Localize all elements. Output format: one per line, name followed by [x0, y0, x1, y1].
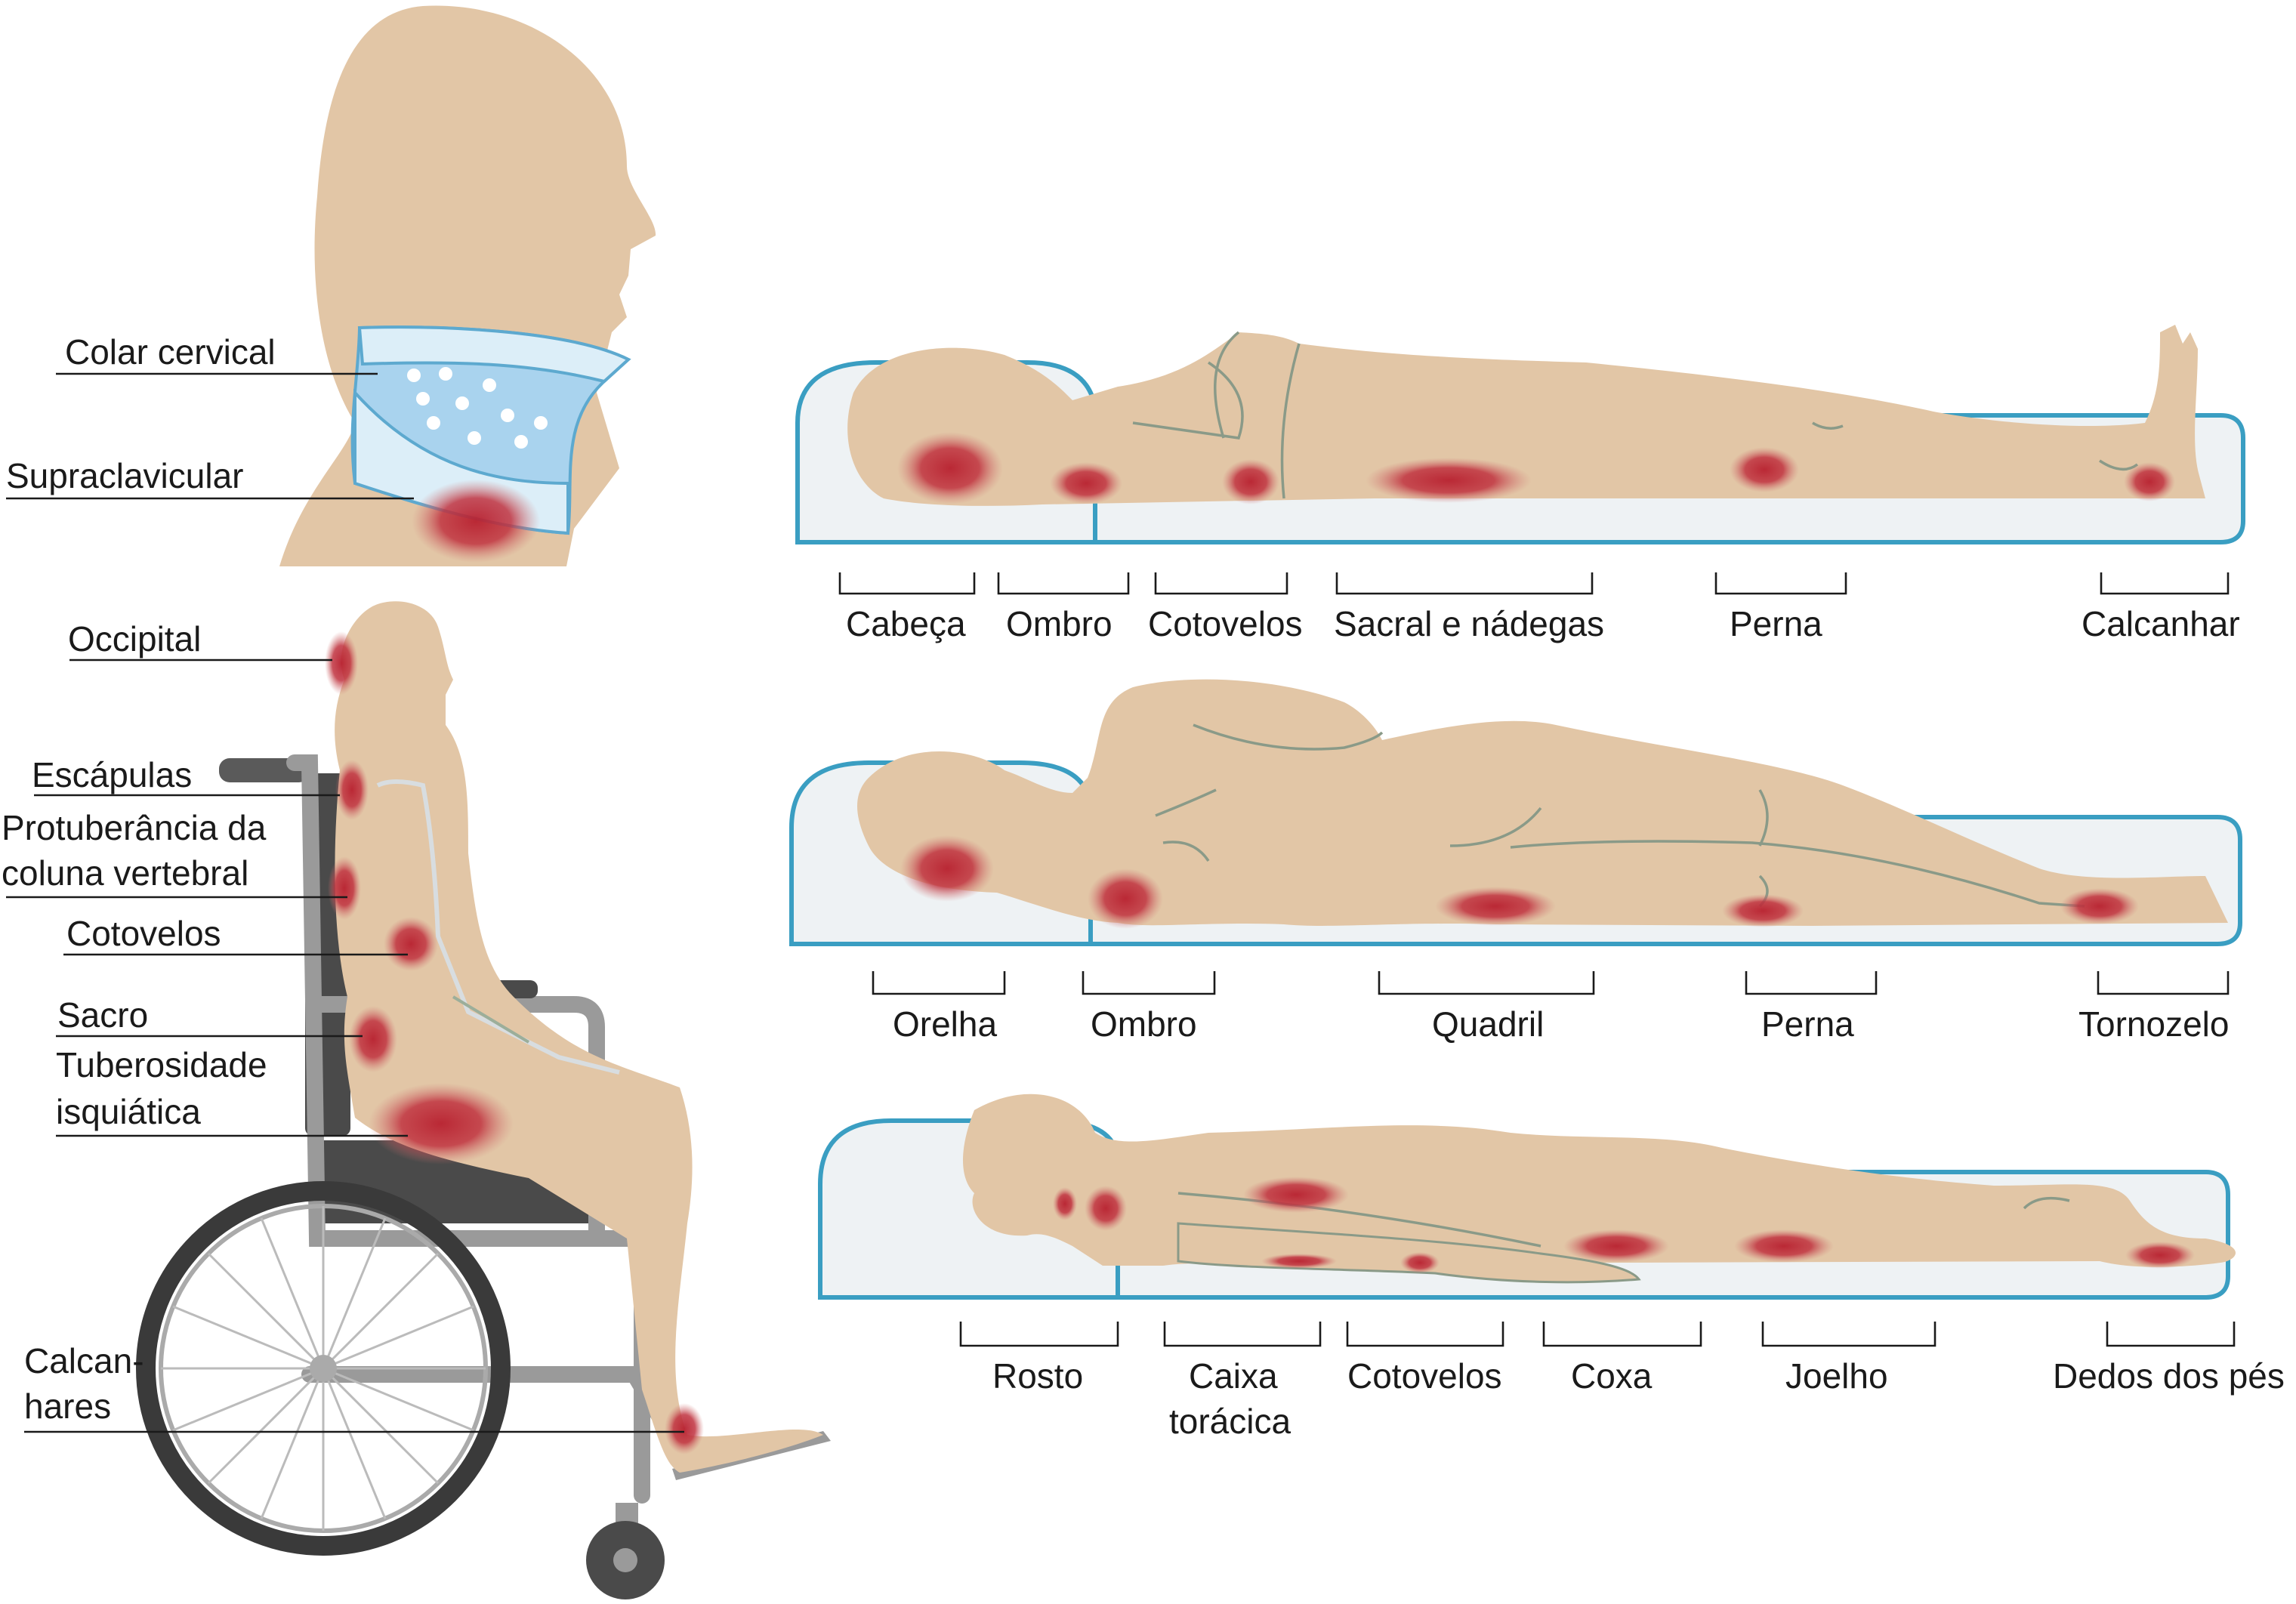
- label-hares: hares: [24, 1387, 111, 1426]
- label-coxa: Coxa: [1571, 1356, 1653, 1396]
- label-perna-supine: Perna: [1730, 604, 1822, 643]
- label-calcanhar: Calcanhar: [2082, 604, 2240, 643]
- label-occipital: Occipital: [68, 619, 201, 659]
- label-cotovelos-supine: Cotovelos: [1148, 604, 1303, 643]
- supraclavicular-sore: [412, 480, 540, 563]
- label-cotovelos-prone: Cotovelos: [1347, 1356, 1502, 1396]
- label-coluna-vertebral: coluna vertebral: [2, 853, 248, 893]
- label-ombro-supine: Ombro: [1006, 604, 1113, 643]
- label-sacro: Sacro: [57, 995, 148, 1035]
- label-cotovelos-wheelchair: Cotovelos: [66, 914, 221, 953]
- label-perna-lateral: Perna: [1761, 1004, 1854, 1044]
- collar-figure: Colar cervical Supraclavicular: [6, 5, 656, 567]
- wheelchair-figure: Occipital Escápulas Protuberância da col…: [2, 601, 831, 1599]
- label-supraclavicular: Supraclavicular: [6, 456, 243, 495]
- label-protuberancia: Protuberância da: [2, 808, 267, 847]
- label-ombro-lateral: Ombro: [1091, 1004, 1197, 1044]
- label-joelho: Joelho: [1785, 1356, 1888, 1396]
- label-cabeca: Cabeça: [846, 604, 966, 643]
- label-tuberosidade: Tuberosidade: [56, 1045, 267, 1084]
- label-orelha: Orelha: [893, 1004, 997, 1044]
- label-caixa: Caixa: [1189, 1356, 1278, 1396]
- label-toracica: torácica: [1169, 1402, 1291, 1441]
- label-colar-cervical: Colar cervical: [65, 332, 276, 372]
- label-sacral-nadegas: Sacral e nádegas: [1334, 604, 1604, 643]
- supine-figure: Cabeça Ombro Cotovelos Sacral e nádegas …: [795, 325, 2245, 643]
- label-quadril: Quadril: [1432, 1004, 1544, 1044]
- label-rosto: Rosto: [992, 1356, 1083, 1396]
- label-isquiatica: isquiática: [56, 1092, 201, 1131]
- lateral-figure: Orelha Ombro Quadril Perna Tornozelo: [789, 679, 2242, 1044]
- prone-figure: Rosto Caixa torácica Cotovelos Coxa Joel…: [818, 1093, 2285, 1441]
- label-tornozelo: Tornozelo: [2078, 1004, 2229, 1044]
- label-dedos-dos-pes: Dedos dos pés: [2053, 1356, 2285, 1396]
- label-escapulas: Escápulas: [32, 755, 192, 794]
- label-calcan: Calcan-: [24, 1341, 144, 1380]
